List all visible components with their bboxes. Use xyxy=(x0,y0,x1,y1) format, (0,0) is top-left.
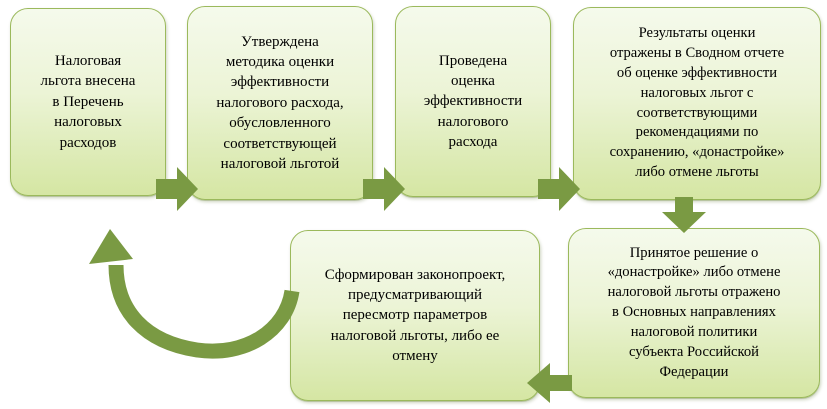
flow-step-4-text: Результаты оценки отражены в Сводном отч… xyxy=(609,25,785,181)
flow-step-6: Сформирован законопроект, предусматриваю… xyxy=(290,230,540,401)
flow-step-2-text: Утверждена методика оценки эффективности… xyxy=(216,33,344,172)
flow-step-3-text: Проведена оценка эффективности налоговог… xyxy=(423,52,523,151)
arrow-right-icon-3 xyxy=(538,167,580,211)
flow-step-1: Налоговая льгота внесена в Перечень нало… xyxy=(10,8,166,196)
arrow-left-icon xyxy=(527,363,572,403)
flow-step-4: Результаты оценки отражены в Сводном отч… xyxy=(573,7,821,200)
arrow-down-icon xyxy=(662,197,706,233)
flow-step-3: Проведена оценка эффективности налоговог… xyxy=(395,6,551,197)
flow-step-5-text: Принятое решение о «донастройке» либо от… xyxy=(607,244,781,380)
flow-step-2: Утверждена методика оценки эффективности… xyxy=(187,6,373,200)
arrow-right-icon-1 xyxy=(156,167,198,211)
arrow-right-icon-2 xyxy=(363,167,405,211)
flow-step-5: Принятое решение о «донастройке» либо от… xyxy=(568,228,820,398)
flow-step-6-text: Сформирован законопроект, предусматриваю… xyxy=(324,266,506,365)
arrow-curved-up-icon xyxy=(89,229,300,359)
flow-step-1-text: Налоговая льгота внесена в Перечень нало… xyxy=(40,53,136,151)
